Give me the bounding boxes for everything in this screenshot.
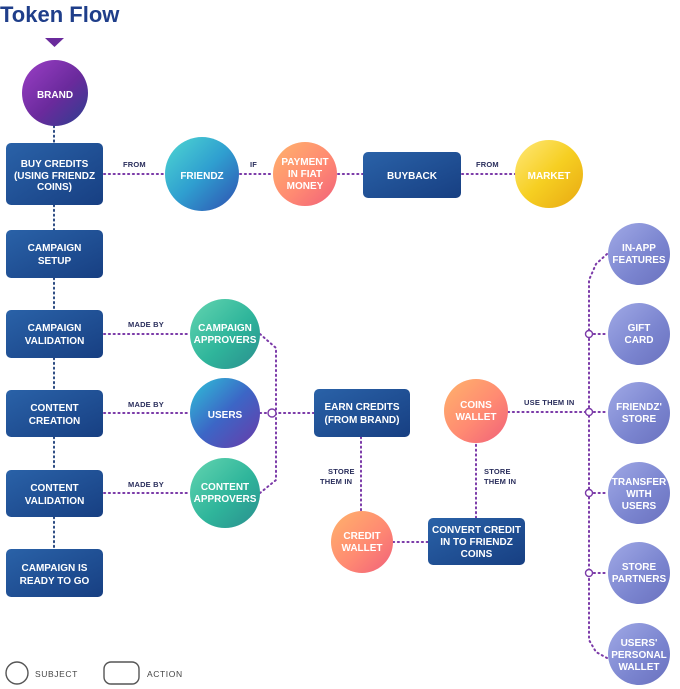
- subject-friendz: FRIENDZ: [165, 137, 239, 211]
- svg-text:USERS: USERS: [208, 410, 243, 421]
- subject-users-personal-wallet: USERS' PERSONAL WALLET: [608, 623, 670, 685]
- edge-label-store-them-in: THEM IN: [484, 477, 516, 486]
- svg-text:VALIDATION: VALIDATION: [25, 336, 85, 347]
- subject-friendz-store: FRIENDZ' STORE: [608, 382, 670, 444]
- junction-node: [584, 329, 594, 339]
- svg-text:STORE: STORE: [622, 414, 657, 425]
- subject-market: MARKET: [515, 140, 583, 208]
- svg-text:SETUP: SETUP: [38, 256, 72, 267]
- action-content-creation: CONTENT CREATION: [6, 390, 103, 437]
- edge-label-store-them-in: THEM IN: [320, 477, 352, 486]
- subject-users: USERS: [190, 378, 260, 448]
- svg-text:CREATION: CREATION: [29, 416, 80, 427]
- svg-text:WALLET: WALLET: [618, 662, 659, 673]
- subject-content-approvers: CONTENT APPROVERS: [190, 458, 260, 528]
- svg-text:APPROVERS: APPROVERS: [194, 494, 257, 505]
- subject-transfer-with-users: TRANSFER WITH USERS: [608, 462, 670, 524]
- action-earn-credits: EARN CREDITS (FROM BRAND): [314, 389, 410, 437]
- subject-coins-wallet: COINS WALLET: [444, 379, 508, 443]
- svg-text:CAMPAIGN IS: CAMPAIGN IS: [22, 563, 88, 574]
- svg-text:COINS: COINS: [461, 549, 493, 560]
- junction-node: [584, 568, 594, 578]
- svg-text:IN-APP: IN-APP: [622, 243, 656, 254]
- action-campaign-ready: CAMPAIGN IS READY TO GO: [6, 549, 103, 597]
- edge-label-from: FROM: [123, 160, 146, 169]
- svg-text:PARTNERS: PARTNERS: [612, 574, 667, 585]
- svg-text:COINS): COINS): [37, 182, 72, 193]
- junction-node: [584, 407, 594, 417]
- svg-text:PAYMENT: PAYMENT: [281, 157, 328, 168]
- edge-label-from: FROM: [476, 160, 499, 169]
- svg-text:IN FIAT: IN FIAT: [288, 169, 322, 180]
- action-content-validation: CONTENT VALIDATION: [6, 470, 103, 517]
- svg-text:IN TO FRIENDZ: IN TO FRIENDZ: [440, 537, 513, 548]
- edge-label-use-them-in: USE THEM IN: [524, 398, 575, 407]
- svg-text:WALLET: WALLET: [341, 543, 382, 554]
- legend-subject-swatch: [5, 661, 29, 685]
- svg-text:PERSONAL: PERSONAL: [611, 650, 667, 661]
- svg-text:BRAND: BRAND: [37, 90, 73, 101]
- svg-text:EARN CREDITS: EARN CREDITS: [324, 402, 399, 413]
- action-campaign-validation: CAMPAIGN VALIDATION: [6, 310, 103, 358]
- svg-text:COINS: COINS: [460, 400, 492, 411]
- svg-text:BUYBACK: BUYBACK: [387, 171, 438, 182]
- edge-label-made-by: MADE BY: [128, 480, 164, 489]
- subject-brand: BRAND: [22, 60, 88, 126]
- svg-text:WITH: WITH: [626, 489, 652, 500]
- page-title: Token Flow: [0, 2, 120, 27]
- svg-text:CAMPAIGN: CAMPAIGN: [198, 323, 252, 334]
- svg-text:FRIENDZ: FRIENDZ: [180, 171, 223, 182]
- subject-store-partners: STORE PARTNERS: [608, 542, 670, 604]
- svg-text:MONEY: MONEY: [287, 181, 324, 192]
- junction-node: [584, 488, 594, 498]
- svg-text:GIFT: GIFT: [628, 323, 651, 334]
- svg-text:APPROVERS: APPROVERS: [194, 335, 257, 346]
- subject-in-app-features: IN-APP FEATURES: [608, 223, 670, 285]
- action-campaign-setup: CAMPAIGN SETUP: [6, 230, 103, 278]
- edge-label-store-them-in: STORE: [484, 467, 511, 476]
- action-convert-credit: CONVERT CREDIT IN TO FRIENDZ COINS: [428, 518, 525, 565]
- edge-label-store-them-in: STORE: [328, 467, 355, 476]
- svg-text:FEATURES: FEATURES: [612, 255, 665, 266]
- svg-text:(USING FRIENDZ: (USING FRIENDZ: [14, 171, 95, 182]
- action-buyback: BUYBACK: [363, 152, 461, 198]
- svg-text:CONVERT CREDIT: CONVERT CREDIT: [432, 525, 521, 536]
- svg-text:CREDIT: CREDIT: [343, 531, 380, 542]
- legend: SUBJECT ACTION: [5, 661, 183, 685]
- edge-label-made-by: MADE BY: [128, 400, 164, 409]
- svg-text:CAMPAIGN: CAMPAIGN: [28, 323, 82, 334]
- svg-text:CAMPAIGN: CAMPAIGN: [28, 243, 82, 254]
- svg-text:MARKET: MARKET: [528, 171, 571, 182]
- start-marker: [45, 38, 64, 47]
- action-buy-credits: BUY CREDITS (USING FRIENDZ COINS): [6, 143, 103, 205]
- legend-action-swatch: [103, 661, 140, 685]
- junction-node: [267, 408, 277, 418]
- legend-action-label: ACTION: [147, 669, 183, 679]
- svg-text:BUY CREDITS: BUY CREDITS: [21, 159, 89, 170]
- svg-text:WALLET: WALLET: [455, 412, 496, 423]
- svg-text:TRANSFER: TRANSFER: [612, 477, 667, 488]
- svg-text:(FROM BRAND): (FROM BRAND): [325, 415, 400, 426]
- legend-subject-label: SUBJECT: [35, 669, 78, 679]
- subject-payment-fiat: PAYMENT IN FIAT MONEY: [273, 142, 337, 206]
- subject-gift-card: GIFT CARD: [608, 303, 670, 365]
- svg-text:READY TO GO: READY TO GO: [20, 576, 90, 587]
- svg-text:CONTENT: CONTENT: [30, 403, 78, 414]
- svg-text:STORE: STORE: [622, 562, 657, 573]
- svg-text:CARD: CARD: [625, 335, 654, 346]
- svg-text:USERS': USERS': [621, 638, 658, 649]
- svg-text:CONTENT: CONTENT: [201, 482, 249, 493]
- svg-text:FRIENDZ': FRIENDZ': [616, 402, 662, 413]
- edge-label-if: IF: [250, 160, 257, 169]
- svg-text:USERS: USERS: [622, 501, 657, 512]
- subject-credit-wallet: CREDIT WALLET: [331, 511, 393, 573]
- subject-campaign-approvers: CAMPAIGN APPROVERS: [190, 299, 260, 369]
- svg-text:VALIDATION: VALIDATION: [25, 496, 85, 507]
- edge-label-made-by: MADE BY: [128, 320, 164, 329]
- svg-text:CONTENT: CONTENT: [30, 483, 78, 494]
